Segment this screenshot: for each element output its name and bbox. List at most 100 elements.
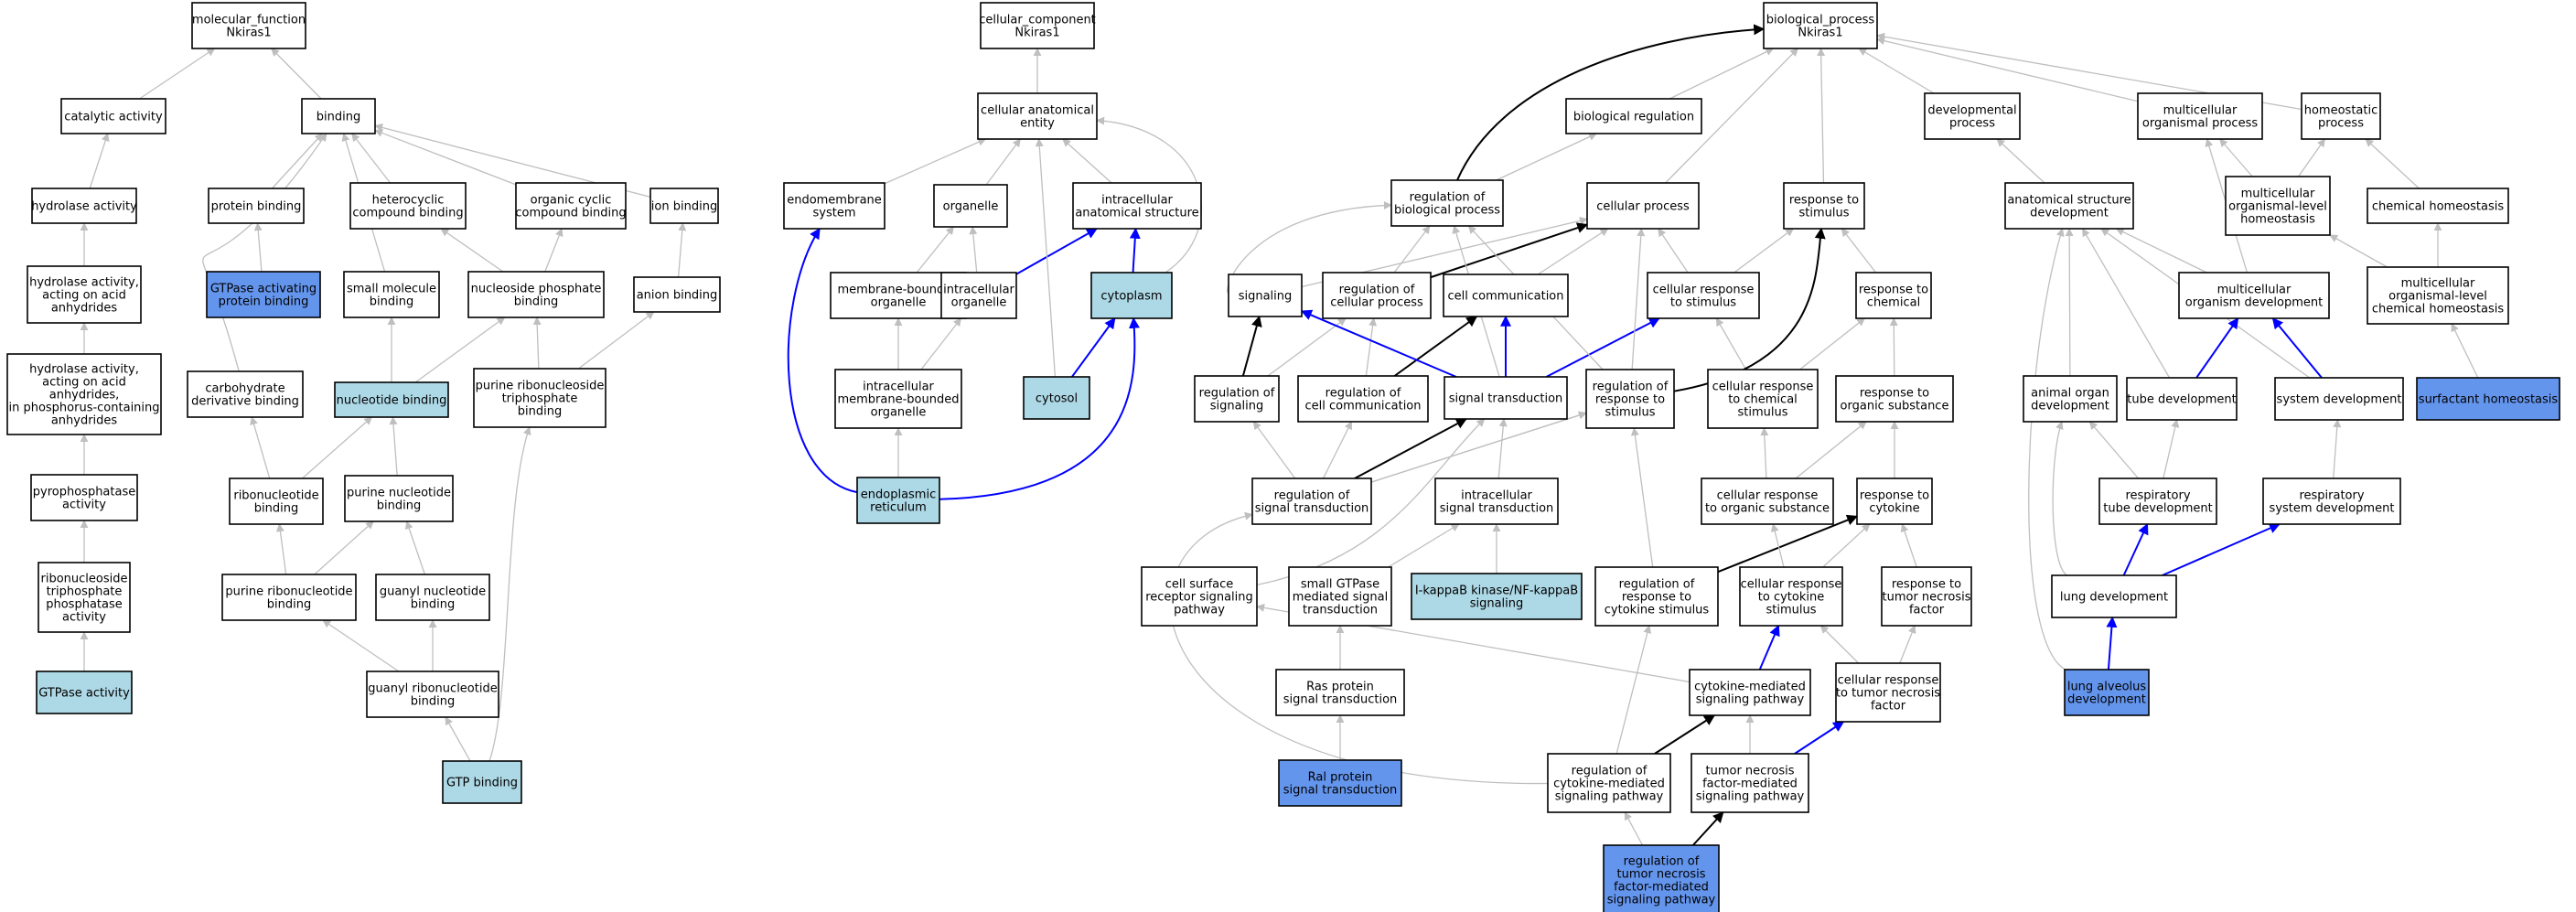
go-node-ion-binding[interactable]: ion binding <box>649 188 719 224</box>
node-box <box>221 574 357 621</box>
node-label-line: cellular response <box>1838 674 1939 688</box>
node-label-line: intracellular <box>863 381 934 394</box>
go-node-ribonucleoside-tp[interactable]: ribonucleosidetriphosphatephosphataseact… <box>38 562 131 633</box>
node-label-line: cellular response <box>1717 489 1819 503</box>
go-node-protein-binding[interactable]: protein binding <box>208 188 305 224</box>
node-label-line: hydrolase activity, <box>29 276 139 290</box>
go-node-hydro-phos[interactable]: hydrolase activity,acting on acidanhydri… <box>6 353 162 435</box>
go-node-anion-binding[interactable]: anion binding <box>633 276 721 313</box>
node-label-line: lung development <box>2060 591 2168 605</box>
go-node-catalytic[interactable]: catalytic activity <box>60 98 166 134</box>
go-node-cytosol[interactable]: cytosol <box>1023 376 1090 420</box>
go-node-organelle[interactable]: organelle <box>933 184 1008 228</box>
go-node-surfactant[interactable]: surfactant homeostasis <box>2416 377 2560 421</box>
go-node-cytoplasm[interactable]: cytoplasm <box>1090 272 1173 319</box>
go-node-lung-dev[interactable]: lung development <box>2051 574 2177 618</box>
node-label-line: protein binding <box>211 200 302 214</box>
go-node-system-dev[interactable]: system development <box>2274 377 2404 421</box>
go-node-nucleotide-binding[interactable]: nucleotide binding <box>334 381 449 418</box>
node-box <box>1701 477 1834 525</box>
edge-chem_homeo-to-homeostatic <box>2365 138 2420 189</box>
go-node-signaling[interactable]: signaling <box>1228 274 1303 317</box>
go-node-hydrolase[interactable]: hydrolase activity <box>31 188 137 224</box>
node-label-line: factor-mediated <box>1702 778 1798 791</box>
go-node-binding[interactable]: binding <box>301 98 376 134</box>
node-label-line: biological regulation <box>1573 111 1694 124</box>
go-node-gtpase-activity[interactable]: GTPase activity <box>36 671 133 714</box>
node-label-line: signaling <box>1239 290 1293 304</box>
node-label-line: multicellular <box>2401 277 2475 291</box>
go-node-bio-reg[interactable]: biological regulation <box>1565 98 1702 134</box>
go-node-tube-dev[interactable]: tube development <box>2126 377 2238 421</box>
go-node-reg-cyto-med[interactable]: regulation ofcytokine-mediatedsignaling … <box>1547 753 1671 813</box>
node-label-line: stimulus <box>1798 207 1849 220</box>
go-node-hydro-acid[interactable]: hydrolase activity,acting on acidanhydri… <box>27 265 142 324</box>
go-node-chem-homeo[interactable]: chemical homeostasis <box>2367 188 2509 224</box>
go-node-cell-comm[interactable]: cell communication <box>1443 274 1569 317</box>
go-node-gtp-binding[interactable]: GTP binding <box>442 760 522 804</box>
node-box <box>1411 573 1583 620</box>
go-node-cell-process[interactable]: cellular process <box>1586 182 1700 230</box>
go-node-signal-trans[interactable]: signal transduction <box>1444 376 1568 420</box>
